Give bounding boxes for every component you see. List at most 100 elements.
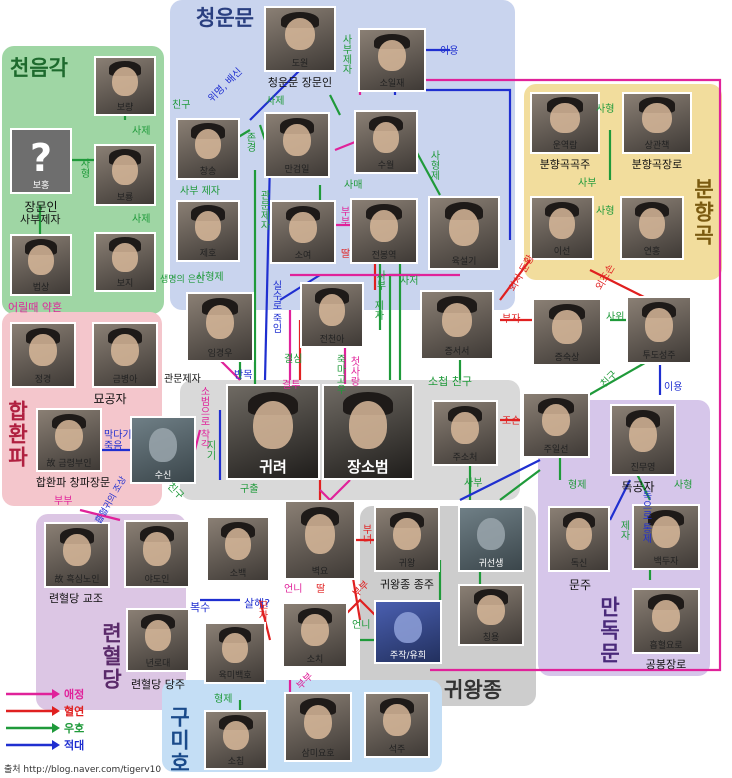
node-sangseol[interactable]: 故 흑심노인 bbox=[44, 522, 110, 588]
node-geumbyeongah[interactable]: 금병아 bbox=[92, 322, 158, 388]
node-imgyeongu[interactable]: 임경우 bbox=[186, 292, 254, 362]
node-sangguanchaek[interactable]: 상관책 bbox=[622, 92, 692, 154]
node-beokdokja[interactable]: 백두자 bbox=[632, 504, 700, 570]
node-yukmibaekho[interactable]: 육미백호 bbox=[204, 622, 266, 684]
name-sobaek: 소백 bbox=[229, 569, 247, 579]
title-hapwanpa: 합환파 bbox=[5, 400, 29, 469]
node-jusocheo[interactable]: 주소처 bbox=[432, 400, 498, 466]
name-geumryeongbuin: 故 금령부인 bbox=[46, 459, 92, 469]
node-doksin[interactable]: 독신 bbox=[548, 506, 610, 572]
name-sammiyoho: 삼미요호 bbox=[301, 749, 335, 759]
node-iseon[interactable]: 이선 bbox=[530, 196, 594, 260]
node-gongbong[interactable]: 흡혈요로 bbox=[632, 588, 700, 654]
rel-chingu-1: 친구 bbox=[172, 100, 191, 111]
source-credit: 출처 http://blog.naver.com/tigerv10 bbox=[4, 765, 162, 775]
node-boryang[interactable]: 보량 bbox=[94, 56, 156, 116]
rel-bangmok: 반목 bbox=[234, 370, 253, 381]
title-ryeonhyeoldang: 련혈당 bbox=[99, 622, 123, 691]
node-dowon[interactable]: 도원 bbox=[264, 6, 336, 72]
name-susin: 수신 bbox=[154, 471, 172, 481]
rel-sahyeong-m: 사형 bbox=[674, 480, 693, 491]
rel-eonni-2: 언니 bbox=[352, 620, 371, 631]
node-jeongyeong[interactable]: 진무영 bbox=[610, 404, 676, 476]
rel-sahyeongje2: 사형제 bbox=[428, 150, 439, 180]
rel-ttal-1: 딸 bbox=[338, 248, 349, 258]
rel-saje-top: 사제 bbox=[266, 96, 285, 107]
rel-saje-c2: 사제 bbox=[132, 214, 151, 225]
node-soyeo[interactable]: 소여 bbox=[270, 200, 336, 264]
node-todoseongju[interactable]: 투도성주 bbox=[626, 296, 692, 364]
name-jeongwang: 정경 bbox=[34, 375, 52, 385]
node-jueoseon[interactable]: 주일선 bbox=[522, 392, 590, 458]
node-geumryeongbuin[interactable]: 故 금령부인 bbox=[36, 408, 102, 472]
name-gwiryeo: 귀려 bbox=[259, 458, 287, 476]
caption-geumryeongbuin-title: 합환파 창파장문 bbox=[35, 476, 111, 489]
legend-label-1: 혈연 bbox=[64, 705, 85, 718]
node-bohong[interactable]: ?보홍 bbox=[10, 128, 72, 194]
legend-item-3: 적대 bbox=[4, 737, 124, 753]
node-jeungsusang[interactable]: 증숙상 bbox=[532, 298, 602, 366]
node-borong[interactable]: 보룡 bbox=[94, 144, 156, 206]
node-suwol[interactable]: 수월 bbox=[354, 110, 418, 174]
title-bunhyanggok: 분향곡 bbox=[691, 178, 715, 247]
node-jangsobeom[interactable] bbox=[322, 384, 414, 480]
rel-josun: 조손 bbox=[502, 416, 521, 427]
legend-item-0: 애정 bbox=[4, 686, 124, 702]
node-jeonbokryeok[interactable]: 전봉역 bbox=[350, 198, 418, 264]
rel-bubu-1: 부부 bbox=[338, 206, 349, 226]
name-doksin: 독신 bbox=[570, 559, 588, 569]
node-yadoin[interactable]: 야도인 bbox=[124, 520, 190, 588]
node-seokju[interactable]: 석주 bbox=[364, 692, 430, 758]
rel-bunyeo: 부녀 bbox=[360, 524, 371, 544]
rel-bubu-h: 부부 bbox=[54, 496, 73, 507]
node-unyeokram[interactable]: 운역람 bbox=[530, 92, 600, 154]
rel-chongyeong: 존경 bbox=[244, 132, 255, 152]
node-gwiwang[interactable]: 귀왕 bbox=[374, 506, 440, 572]
name-iseon: 이선 bbox=[553, 247, 571, 257]
node-juyuk[interactable]: 주작/유희 bbox=[374, 600, 442, 664]
name-jeungseoseo: 증서서 bbox=[444, 347, 470, 357]
rel-sabuje-top: 사부제자 bbox=[340, 34, 351, 74]
rel-sahyeong-c: 사형 bbox=[78, 158, 89, 178]
node-beopsang[interactable]: 법상 bbox=[10, 234, 72, 296]
legend-arrow-1 bbox=[6, 706, 60, 716]
node-byeokyo[interactable]: 벽요 bbox=[284, 500, 356, 580]
name-byeokyo: 벽요 bbox=[311, 567, 329, 577]
node-gwangyak[interactable]: 보지 bbox=[94, 232, 156, 292]
node-jeungseoseo[interactable]: 증서서 bbox=[420, 290, 494, 360]
name-sangguanchaek: 상관책 bbox=[644, 141, 670, 151]
node-jeoncheona[interactable]: 전천아 bbox=[300, 282, 364, 348]
legend-item-2: 우호 bbox=[4, 720, 124, 736]
node-nyeonrolae[interactable]: 년로대 bbox=[126, 608, 190, 672]
caption-gwiwang-title: 귀왕종 종주 bbox=[379, 578, 435, 591]
title-cheoneumgak: 천음각 bbox=[10, 56, 68, 80]
rel-saje-c1: 사제 bbox=[132, 126, 151, 137]
node-socheo[interactable]: 소치 bbox=[282, 602, 348, 668]
node-jeongwang[interactable]: 정경 bbox=[10, 322, 76, 388]
node-sanggu[interactable]: 창송 bbox=[176, 118, 240, 180]
rel-boksu: 복수 bbox=[190, 601, 211, 614]
node-chimheon[interactable]: 칭용 bbox=[458, 584, 524, 646]
rel-cheot-sarang: 첫사랑 bbox=[348, 356, 359, 386]
rel-iyong-r: 이용 bbox=[664, 382, 683, 393]
rel-buja: 부자 bbox=[502, 314, 521, 325]
node-jeho[interactable]: 제호 bbox=[176, 200, 240, 262]
node-sobaek[interactable]: 소백 bbox=[206, 516, 270, 582]
node-gwiseonsaeng[interactable]: 귀선생 bbox=[458, 506, 524, 572]
legend-item-1: 혈연 bbox=[4, 703, 124, 719]
node-soiljae[interactable]: 소일재 bbox=[358, 28, 426, 92]
caption-nyeonrolae-title: 련혈당 당주 bbox=[130, 678, 186, 691]
rel-hyeongje-m: 형제 bbox=[568, 480, 587, 491]
node-yukseolgi[interactable]: 육설기 bbox=[428, 196, 500, 270]
node-manjeomui[interactable]: 만검일 bbox=[264, 112, 330, 178]
name-gongbong: 흡혈요로 bbox=[649, 641, 683, 651]
rel-sabu-c: 사부 bbox=[464, 478, 483, 489]
node-gwiryeo[interactable] bbox=[226, 384, 320, 480]
node-yeonhong[interactable]: 연홍 bbox=[620, 196, 684, 260]
caption-myogongja: 묘공자 bbox=[93, 392, 127, 406]
name-beopsang: 법상 bbox=[32, 283, 50, 293]
node-sochim[interactable]: 소침 bbox=[204, 710, 268, 770]
node-susin[interactable]: 수신 bbox=[130, 416, 196, 484]
node-sammiyoho[interactable]: 삼미요호 bbox=[284, 692, 352, 762]
rel-gyeolsim: 결심 bbox=[284, 354, 303, 365]
